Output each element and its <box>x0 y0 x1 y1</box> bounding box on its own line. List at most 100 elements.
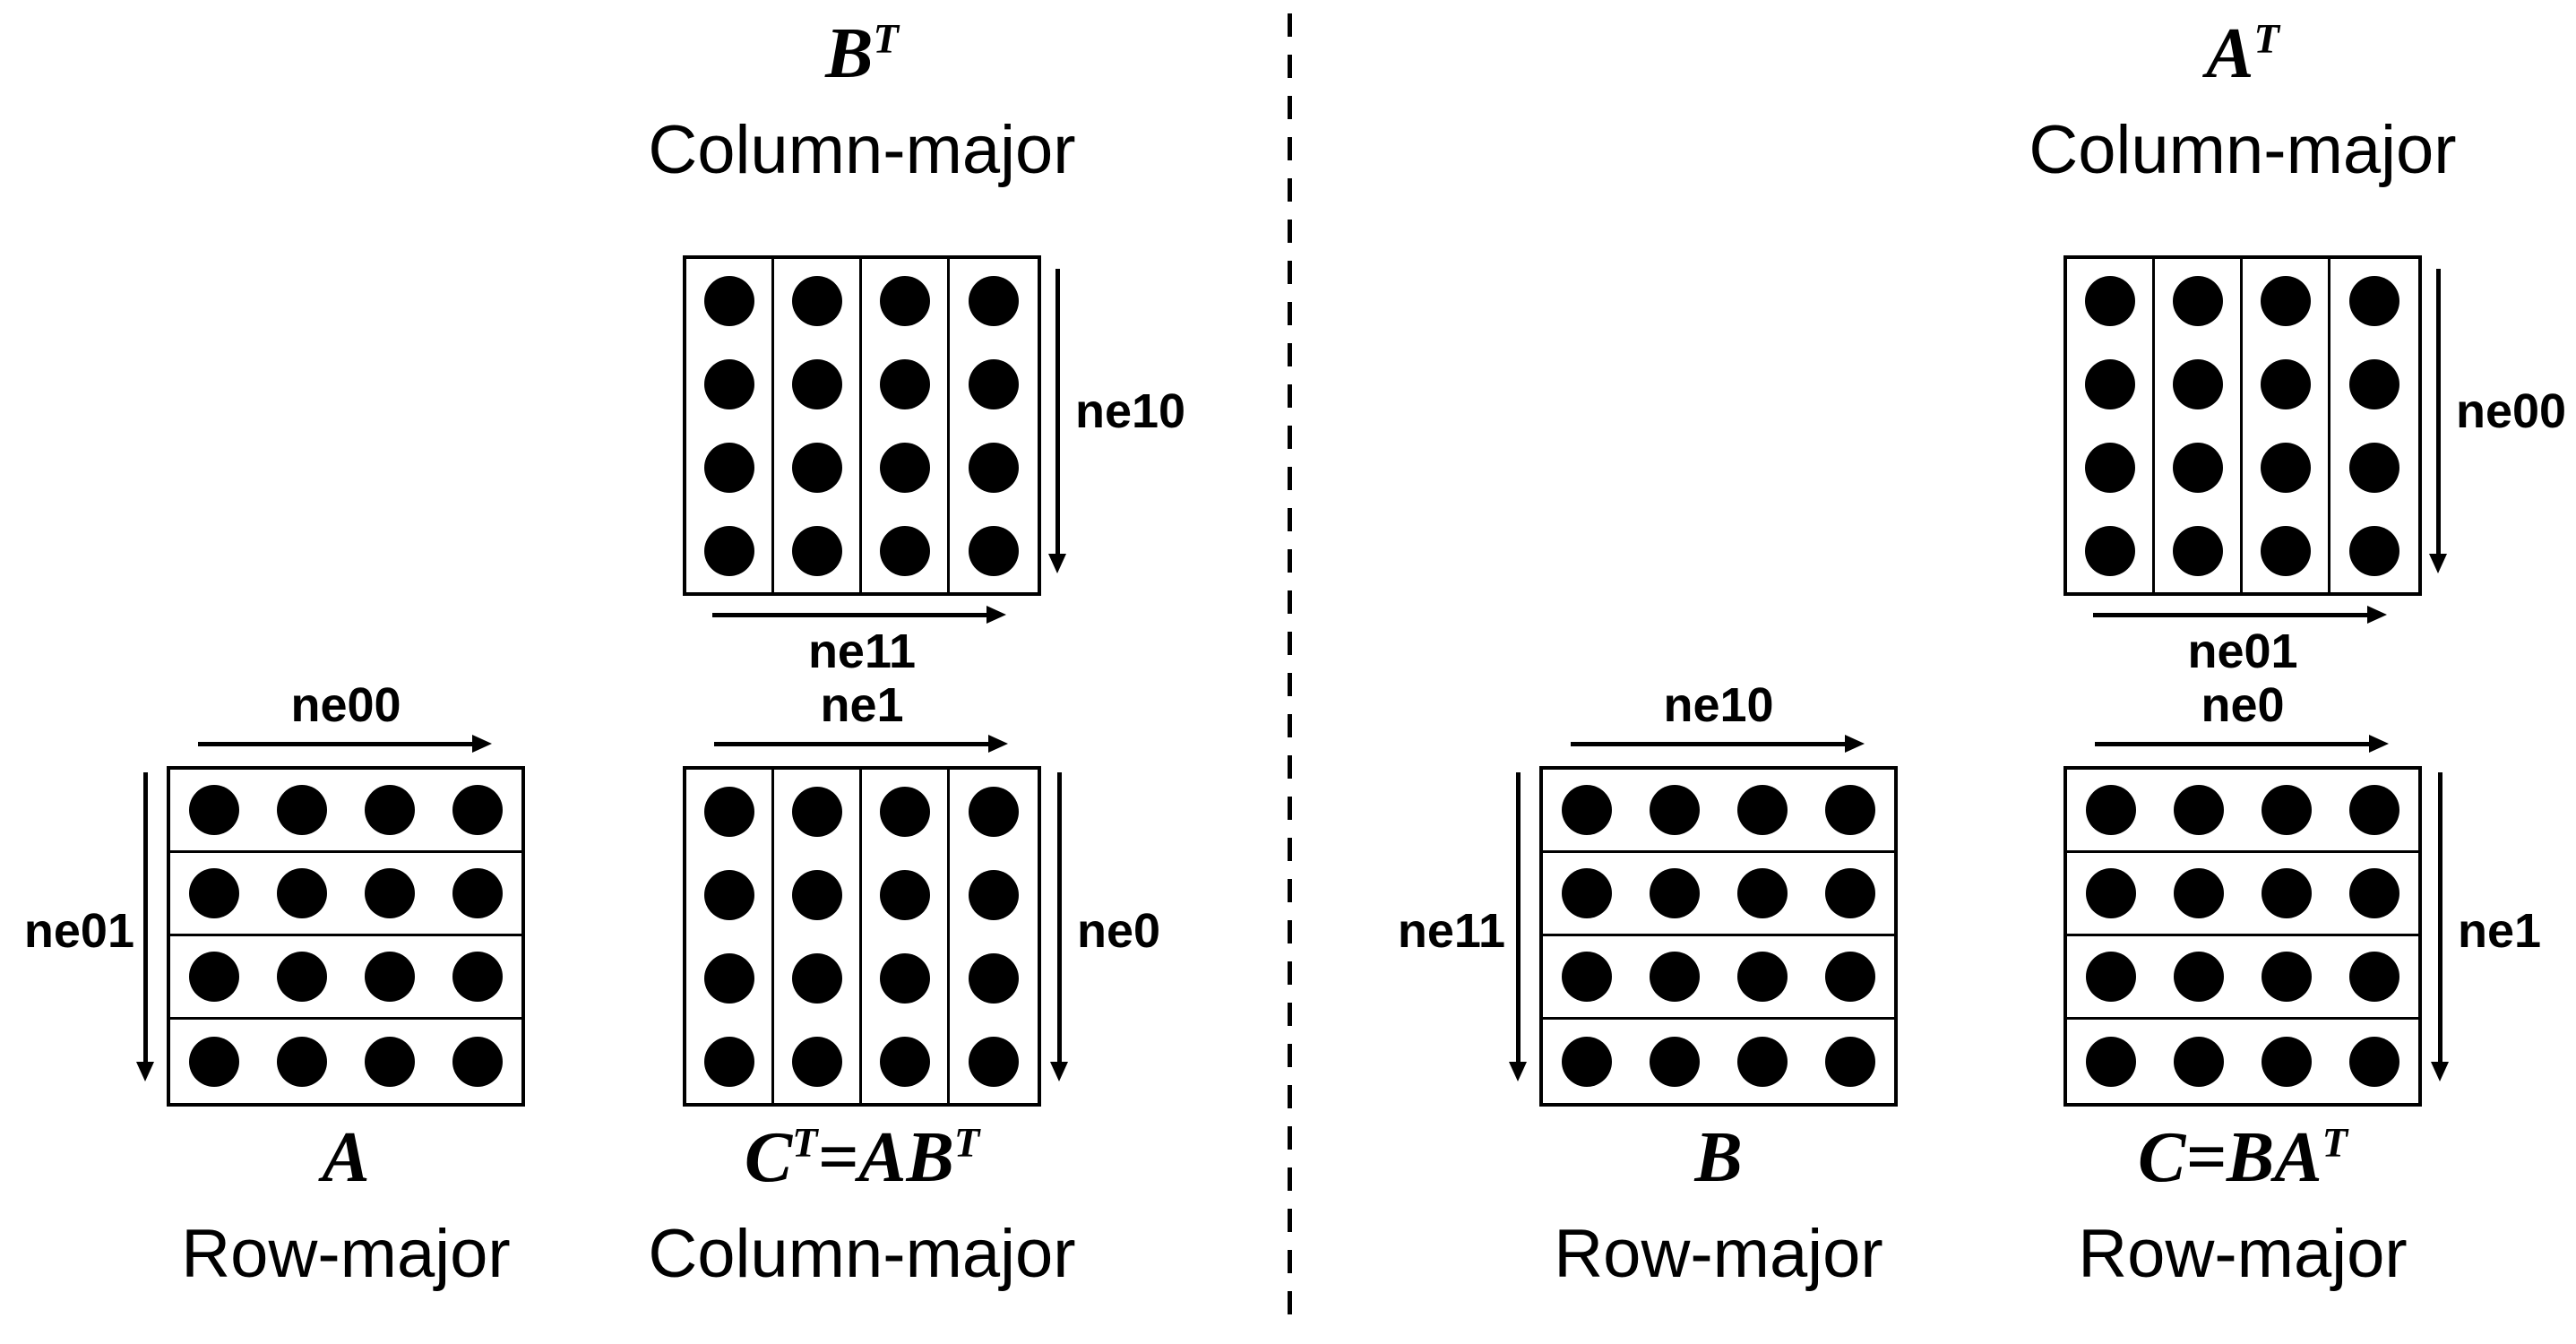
matrix-cell <box>346 1020 434 1103</box>
matrix-cell <box>258 1020 346 1103</box>
bt-ne11-arrow <box>712 606 1006 624</box>
matrix-dot <box>2349 868 2399 918</box>
matrix-cell <box>434 1020 521 1103</box>
matrix-cell <box>170 853 258 936</box>
c-ne1-arrow <box>2431 772 2449 1081</box>
matrix-dot <box>2174 952 2224 1002</box>
ct-name-sup: T <box>792 1120 818 1167</box>
matrix-cell <box>2243 853 2330 936</box>
matrix-dot <box>1562 785 1612 835</box>
matrix-c-transpose <box>683 766 1041 1107</box>
b-ne11-arrow <box>1509 772 1527 1081</box>
matrix-cell <box>434 770 521 853</box>
c-name-main: C <box>2137 1118 2186 1197</box>
matrix-dot <box>2349 442 2399 493</box>
matrix-cell <box>950 936 1038 1020</box>
b-caption: B Row-major <box>1495 1120 1943 1290</box>
matrix-cell <box>2330 1020 2418 1103</box>
matrix-dot <box>1737 868 1788 918</box>
matrix-dot <box>1825 785 1875 835</box>
a-name: A <box>122 1120 570 1195</box>
matrix-dot <box>879 275 930 326</box>
matrix-dot <box>1825 868 1875 918</box>
matrix-dot <box>2262 785 2312 835</box>
matrix-dot <box>1562 868 1612 918</box>
ct-name: CT=ABT <box>593 1120 1131 1195</box>
matrix-dot <box>791 442 842 493</box>
matrix-dot <box>969 1036 1019 1087</box>
matrix-dot <box>2172 442 2223 493</box>
matrix-dot <box>452 868 503 918</box>
matrix-dot <box>2260 358 2311 409</box>
at-name: AT <box>1974 16 2511 91</box>
matrix-dot <box>2349 358 2399 409</box>
ct-layout-label: Column-major <box>648 1216 1076 1292</box>
matrix-cell <box>2330 936 2418 1020</box>
matrix-cell <box>2067 936 2155 1020</box>
matrix-dot <box>2349 525 2399 576</box>
bt-ne11-label: ne11 <box>807 625 917 678</box>
c-name-rest: =BA <box>2185 1118 2322 1197</box>
matrix-cell <box>2067 770 2155 853</box>
matrix-cell <box>2067 1020 2155 1103</box>
ct-ne1-arrow <box>714 735 1008 753</box>
matrix-a-transpose <box>2063 255 2422 596</box>
matrix-dot <box>2260 275 2311 326</box>
ct-name-rest: =AB <box>817 1118 954 1197</box>
matrix-dot <box>2084 525 2135 576</box>
matrix-cell <box>2067 259 2155 342</box>
matrix-dot <box>1737 952 1788 1002</box>
matrix-dot <box>365 1036 415 1087</box>
matrix-dot <box>1650 952 1700 1002</box>
matrix-c <box>2063 766 2422 1107</box>
matrix-dot <box>879 869 930 920</box>
a-caption: A Row-major <box>122 1120 570 1290</box>
ct-ne0-label: ne0 <box>1077 904 1161 958</box>
matrix-cell <box>862 770 950 853</box>
matrix-dot <box>879 1036 930 1087</box>
matrix-cell <box>1543 1020 1631 1103</box>
matrix-dot <box>452 1036 503 1087</box>
matrix-dot <box>2260 525 2311 576</box>
matrix-cell <box>686 770 774 853</box>
matrix-dot <box>969 358 1019 409</box>
matrix-cell <box>1806 936 1894 1020</box>
matrix-cell <box>950 770 1038 853</box>
matrix-dot <box>365 952 415 1002</box>
matrix-dot <box>1650 868 1700 918</box>
matrix-dot <box>791 275 842 326</box>
a-ne01-label: ne01 <box>23 904 134 958</box>
matrix-dot <box>1825 952 1875 1002</box>
ct-caption: CT=ABT Column-major <box>593 1120 1131 1290</box>
matrix-a <box>167 766 525 1107</box>
matrix-dot <box>703 358 754 409</box>
matrix-dot <box>2084 358 2135 409</box>
matrix-dot <box>2349 785 2399 835</box>
matrix-cell <box>1719 770 1806 853</box>
matrix-cell <box>950 853 1038 936</box>
matrix-cell <box>1631 936 1719 1020</box>
matrix-dot <box>791 358 842 409</box>
matrix-dot <box>1650 785 1700 835</box>
matrix-dot <box>791 1036 842 1087</box>
matrix-cell <box>2330 509 2418 592</box>
matrix-dot <box>277 952 327 1002</box>
b-name: B <box>1495 1120 1943 1195</box>
matrix-dot <box>969 275 1019 326</box>
matrix-cell <box>862 853 950 936</box>
matrix-cell <box>258 853 346 936</box>
c-ne0-label: ne0 <box>2201 678 2285 732</box>
matrix-cell <box>774 342 862 426</box>
matrix-dot <box>2084 442 2135 493</box>
matrix-cell <box>2155 1020 2243 1103</box>
matrix-cell <box>950 426 1038 509</box>
matrix-cell <box>774 426 862 509</box>
c-layout-label: Row-major <box>2078 1216 2408 1292</box>
matrix-cell <box>2243 1020 2330 1103</box>
matrix-cell <box>2243 770 2330 853</box>
matrix-dot <box>277 868 327 918</box>
matrix-cell <box>950 342 1038 426</box>
matrix-dot <box>703 525 754 576</box>
matrix-dot <box>879 525 930 576</box>
matrix-cell <box>1719 936 1806 1020</box>
